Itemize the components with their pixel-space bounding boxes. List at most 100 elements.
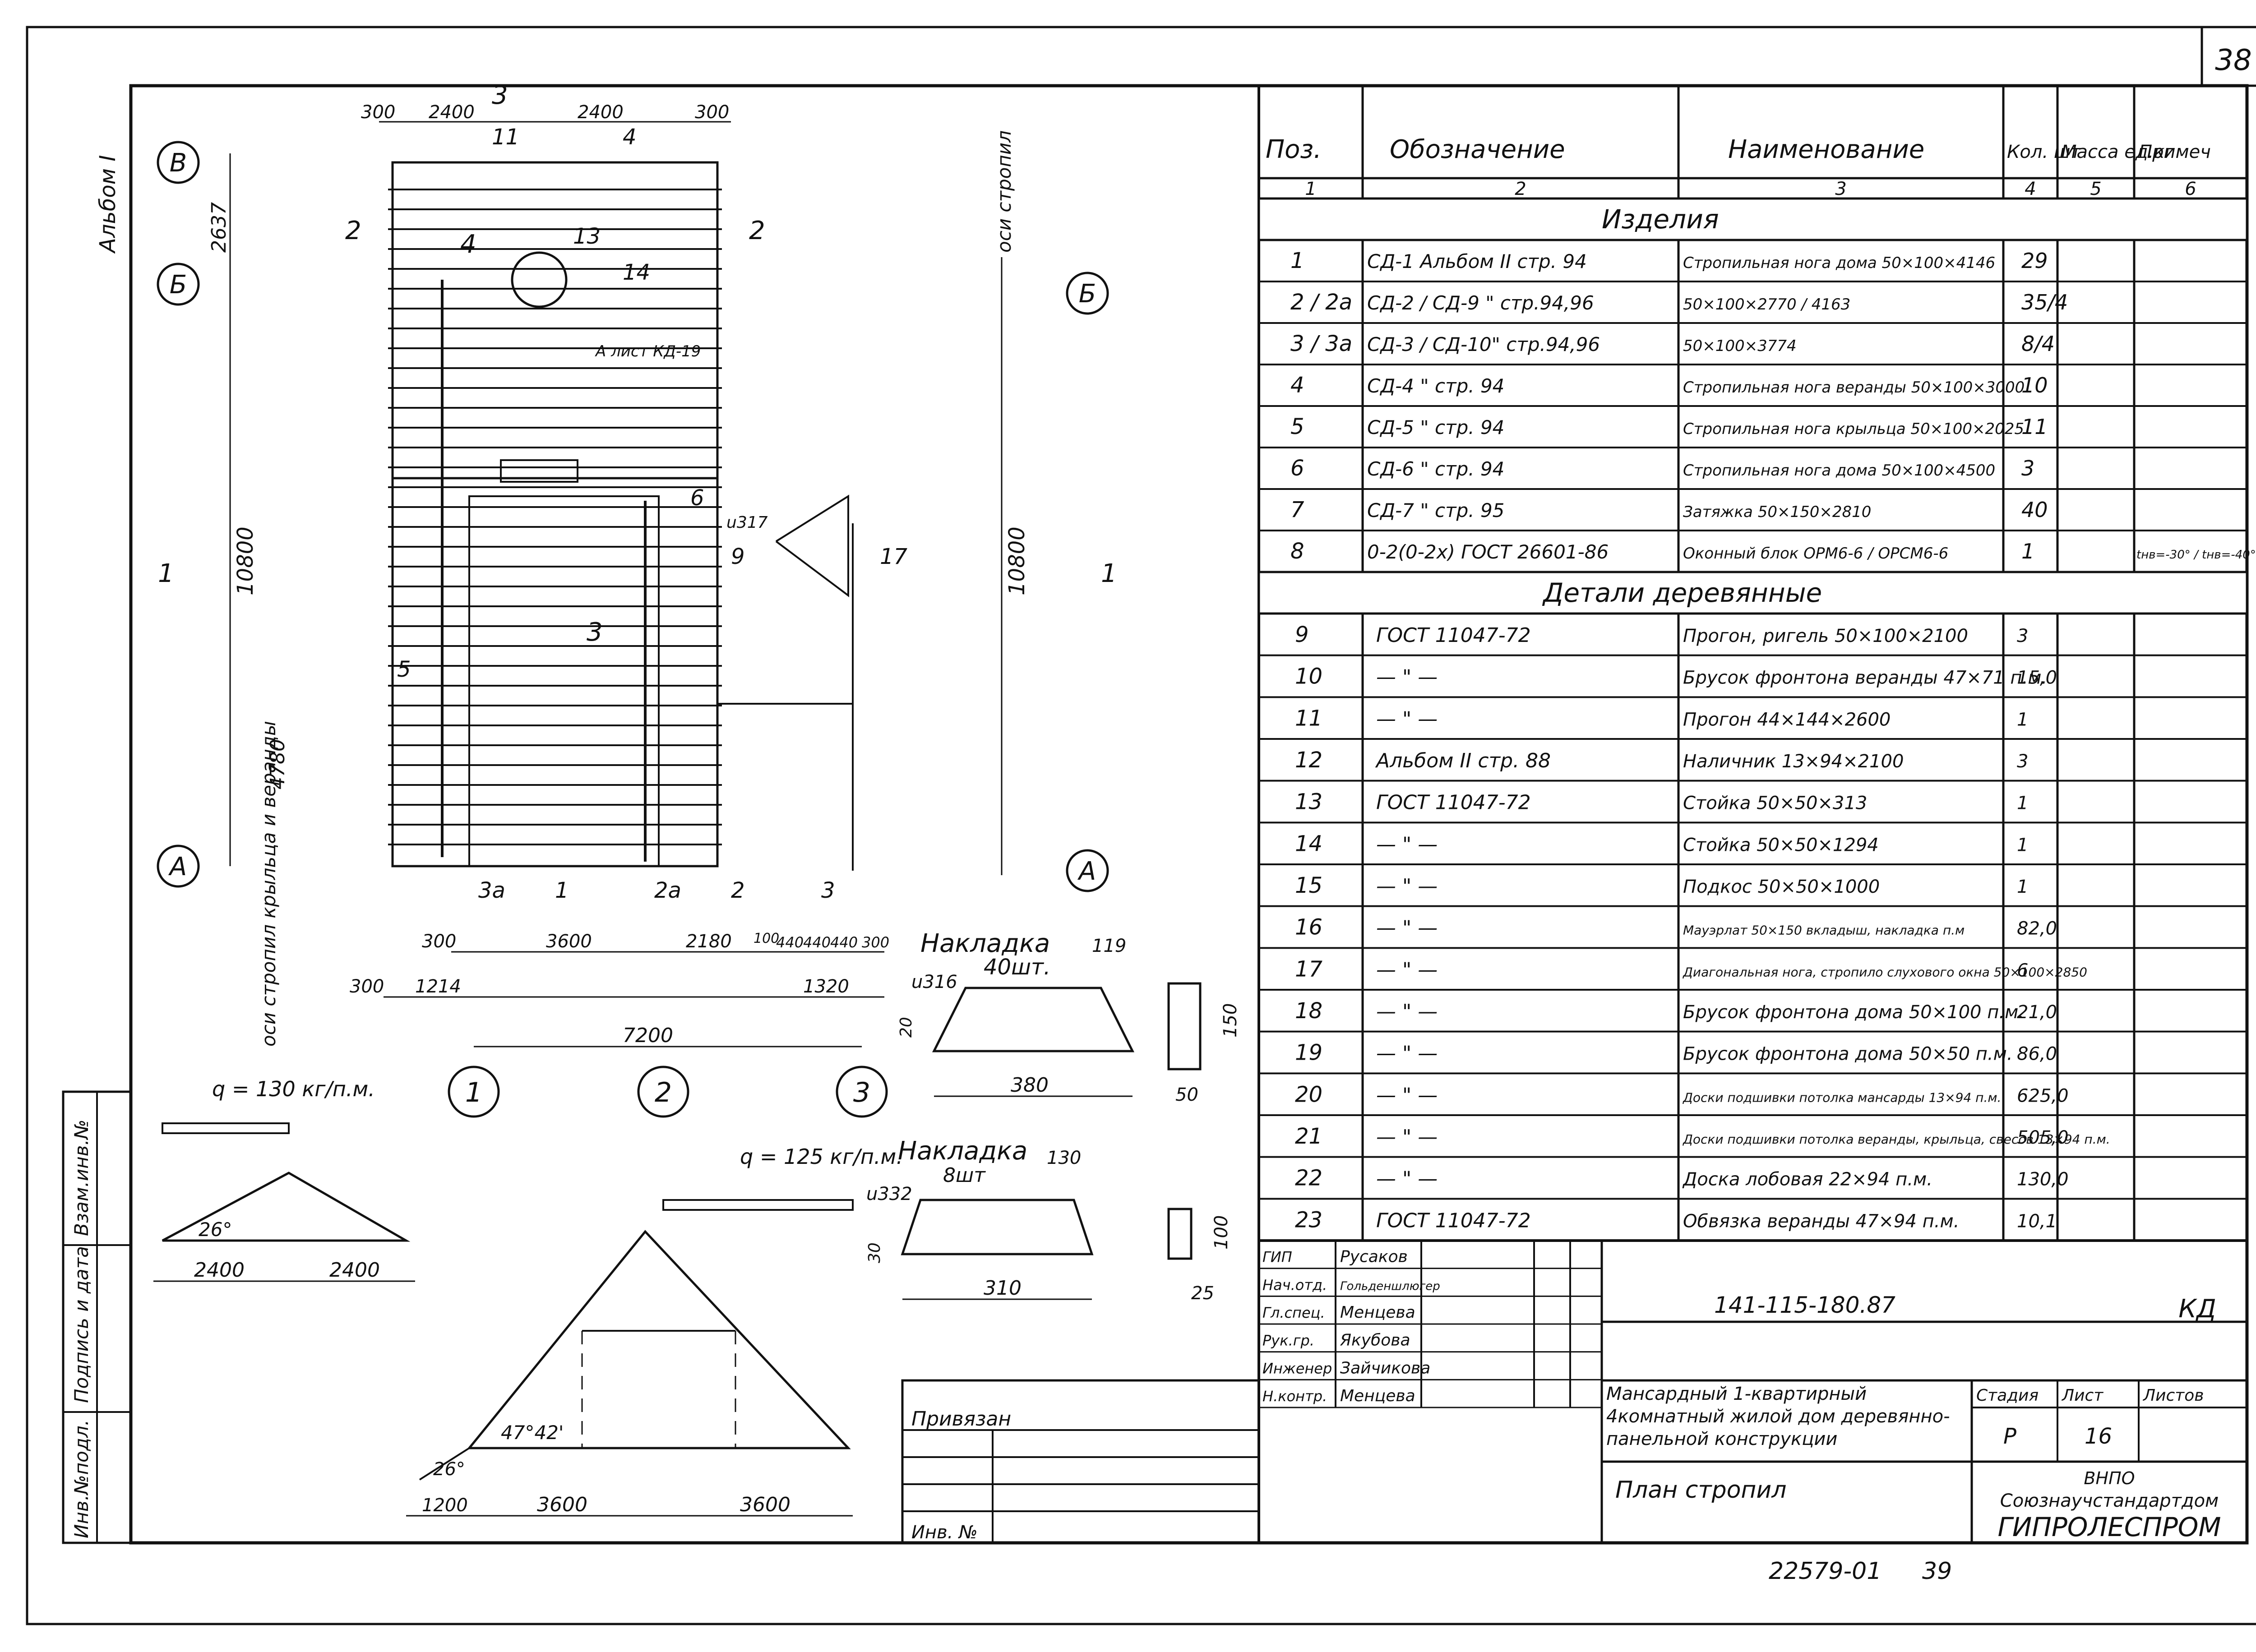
row-name: Оконный блок ОРМ6-6 / ОРСМ6-6 — [1683, 545, 1948, 563]
svg-text:1: 1 — [158, 559, 174, 588]
tb-name: Зайчикова — [1340, 1359, 1430, 1377]
row-pos: 23 — [1295, 1207, 1322, 1232]
row-designation: ГОСТ 11047-72 — [1376, 624, 1531, 647]
row-name: Наличник 13×94×2100 — [1683, 751, 1904, 772]
binding-block: Привязан Инв. № — [901, 1379, 1260, 1544]
svg-text:119: 119 — [1092, 936, 1126, 956]
axis-markers — [157, 141, 1109, 1118]
row-designation: — " — — [1376, 666, 1438, 689]
svg-text:1320: 1320 — [803, 976, 849, 997]
svg-text:3600: 3600 — [546, 931, 592, 952]
tb-name: Гольденшлюгер — [1340, 1279, 1440, 1293]
row-pos: 20 — [1295, 1082, 1322, 1107]
plan-dimensions: 300 2400 2400 300 2637 10800 4780 10800 … — [208, 102, 1030, 1047]
row-qty: 1 — [2017, 709, 2028, 730]
row-designation: ГОСТ 11047-72 — [1376, 791, 1531, 814]
svg-text:2: 2 — [731, 878, 745, 903]
tb-name: Менцева — [1340, 1387, 1415, 1405]
axis-v: В — [170, 148, 187, 178]
svg-text:Накладка: Накладка — [920, 929, 1050, 958]
rafter-plan — [388, 161, 854, 871]
row-name: 50×100×2770 / 4163 — [1683, 295, 1850, 314]
row-qty: 3 — [2017, 626, 2028, 646]
bottom-page: 39 — [1922, 1558, 1952, 1585]
axis-b-right: Б — [1079, 279, 1096, 309]
row-qty: 505,0 — [2017, 1127, 2069, 1148]
svg-text:440: 440 — [776, 934, 804, 951]
svg-text:2400: 2400 — [329, 1259, 380, 1282]
svg-text:2400: 2400 — [578, 102, 624, 123]
row-designation: — " — — [1376, 917, 1438, 940]
row-pos: 2 / 2а — [1290, 290, 1352, 315]
row-qty: 6 — [2017, 960, 2028, 981]
row-name: Стропильная нога дома 50×100×4146 — [1683, 254, 1995, 272]
section-title-1: Изделия — [1602, 204, 1719, 235]
svg-text:300: 300 — [350, 976, 384, 997]
row-designation: — " — — [1376, 707, 1438, 730]
row-pos: 4 — [1290, 373, 1304, 398]
row-designation: — " — — [1376, 1084, 1438, 1107]
row-pos: 11 — [1295, 706, 1322, 731]
row-designation: — " — — [1376, 1042, 1438, 1065]
row-qty: 11 — [2021, 415, 2048, 439]
row-name: Затяжка 50×150×2810 — [1683, 503, 1871, 521]
row-name: Стропильная нога веранды 50×100×3000 — [1683, 378, 2025, 397]
row-designation: СД-6 " стр. 94 — [1367, 458, 1504, 480]
table-header-num: 5 — [2090, 179, 2101, 199]
doc-type: КД — [2178, 1294, 2216, 1324]
axis-2: 2 — [655, 1077, 672, 1108]
row-name: Стропильная нога дома 50×100×4500 — [1683, 461, 1995, 480]
stamp-inv-podl: Инв.№подл. — [70, 1420, 92, 1538]
svg-text:q = 125 кг/п.м.: q = 125 кг/п.м. — [740, 1144, 903, 1169]
table-header-num: 4 — [2025, 179, 2036, 199]
row-designation: СД-7 " стр. 95 — [1367, 499, 1504, 521]
table-header: Поз. — [1266, 135, 1322, 164]
row-name: Прогон, ригель 50×100×2100 — [1683, 626, 1968, 646]
svg-text:440: 440 — [803, 934, 831, 951]
svg-text:26°: 26° — [199, 1218, 232, 1241]
row-name: Стропильная нога крыльца 50×100×2025 — [1683, 420, 2024, 438]
svg-text:2а: 2а — [654, 878, 681, 903]
tb-role: Инженер — [1262, 1360, 1332, 1377]
inv-label: Инв. № — [911, 1522, 978, 1543]
svg-text:26°: 26° — [433, 1459, 465, 1480]
svg-text:2400: 2400 — [194, 1259, 245, 1282]
row-designation: ГОСТ 11047-72 — [1376, 1209, 1531, 1232]
svg-text:5: 5 — [397, 657, 411, 682]
svg-text:3: 3 — [821, 878, 835, 903]
row-name: Брусок фронтона веранды 47×71 п.м. — [1683, 668, 2047, 688]
sheet-number: 38 — [2215, 44, 2251, 77]
label-axes-rafters: оси стропил — [993, 130, 1015, 253]
row-name: Подкос 50×50×1000 — [1683, 877, 1880, 897]
tb-role: ГИП — [1262, 1249, 1292, 1266]
row-pos: 13 — [1295, 789, 1322, 815]
big-truss: q = 125 кг/п.м. 47°42' 26° 1200 3600 360… — [406, 1144, 903, 1517]
row-pos: 5 — [1290, 414, 1304, 439]
row-pos: 14 — [1295, 831, 1322, 856]
label-axes-porch: оси стропил крыльца и веранды — [258, 721, 280, 1047]
table-header: Наименование — [1728, 135, 1924, 164]
row-qty: 130,0 — [2017, 1169, 2069, 1190]
svg-text:9: 9 — [731, 544, 745, 569]
row-qty: 10,1 — [2017, 1211, 2057, 1232]
node-label: А лист КД-19 — [595, 342, 701, 360]
stamp-podpis: Подпись и дата — [70, 1246, 92, 1403]
svg-text:30: 30 — [865, 1242, 884, 1263]
row-designation: — " — — [1376, 1167, 1438, 1191]
bottom-code: 22579-01 — [1769, 1558, 1882, 1585]
svg-text:q = 130 кг/п.м.: q = 130 кг/п.м. — [212, 1077, 375, 1101]
table-header: Обозначение — [1390, 135, 1565, 164]
svg-text:Лист: Лист — [2061, 1386, 2103, 1405]
row-qty: 86,0 — [2017, 1044, 2057, 1065]
svg-text:3600: 3600 — [740, 1493, 791, 1516]
small-truss: q = 130 кг/п.м. 26° 2400 2400 — [153, 1077, 415, 1282]
row-name: Обвязка веранды 47×94 п.м. — [1683, 1211, 1959, 1232]
axis-3: 3 — [853, 1077, 870, 1108]
svg-text:17: 17 — [880, 544, 908, 569]
tb-name: Русаков — [1340, 1248, 1408, 1266]
svg-text:100: 100 — [754, 931, 779, 946]
row-name: Стойка 50×50×313 — [1683, 793, 1867, 814]
row-pos: 22 — [1295, 1166, 1322, 1191]
tb-role: Гл.спец. — [1262, 1304, 1325, 1321]
